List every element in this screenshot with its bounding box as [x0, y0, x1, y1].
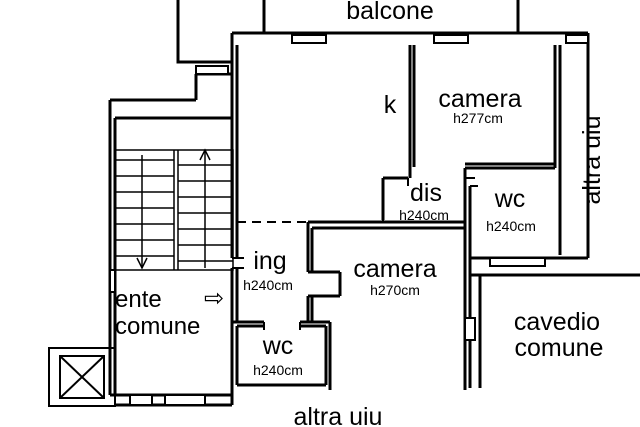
room-label-wc-top: wc — [494, 185, 526, 213]
room-label-cavedio-line2: comune — [515, 334, 604, 362]
door-openings — [232, 177, 478, 330]
room-label-kitchen: k — [384, 91, 397, 119]
room-label-ente-line2: comune — [115, 313, 200, 340]
windows — [109, 34, 589, 406]
room-height-camera-center: h270cm — [370, 282, 420, 298]
room-label-altra-uiu-right: altra uiu — [578, 116, 606, 205]
room-label-camera-center: camera — [353, 255, 436, 283]
room-label-camera-top: camera — [438, 85, 521, 113]
room-label-cavedio-line1: cavedio — [514, 308, 600, 336]
room-label-dis: dis — [410, 179, 442, 207]
room-height-ing: h240cm — [243, 277, 293, 293]
room-label-wc-bottom: wc — [262, 332, 294, 360]
entrance-arrow-icon: ⇨ — [204, 285, 224, 312]
room-label-altra-uiu-bottom: altra uiu — [294, 403, 383, 427]
room-labels: balcone k camera h277cm altra uiu dis h2… — [115, 0, 606, 427]
staircase — [114, 148, 234, 271]
room-label-balcone: balcone — [346, 0, 434, 25]
elevator-shaft — [48, 347, 116, 407]
room-height-wc-top: h240cm — [486, 218, 536, 234]
dashed-boundaries — [237, 200, 465, 223]
room-label-ente-line1: ente — [115, 286, 162, 313]
room-height-camera-top: h277cm — [453, 110, 503, 126]
room-height-wc-bottom: h240cm — [253, 362, 303, 378]
room-height-dis: h240cm — [399, 207, 449, 223]
room-label-ing: ing — [253, 247, 286, 275]
